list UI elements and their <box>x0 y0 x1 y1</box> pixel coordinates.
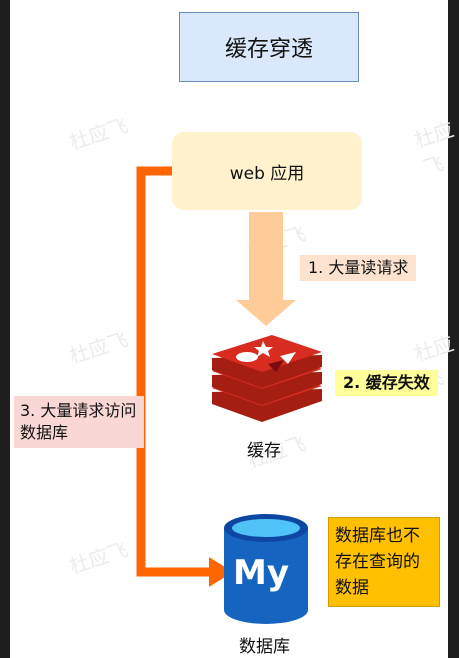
cache-caption: 缓存 <box>247 441 281 461</box>
db-caption: 数据库 <box>239 637 290 657</box>
redis-cache-icon <box>212 335 322 422</box>
web-app-label: web 应用 <box>229 163 305 184</box>
mysql-db-icon <box>224 514 308 624</box>
mysql-logo-text: My <box>233 553 289 593</box>
diagram-title: 缓存穿透 <box>179 12 359 82</box>
step2-label: 2. 缓存失效 <box>335 370 438 396</box>
db-access-arrow <box>136 166 233 587</box>
read-request-arrow <box>236 212 296 326</box>
diagram-title-text: 缓存穿透 <box>224 37 313 62</box>
web-app-node: web 应用 <box>172 132 362 210</box>
db-note-label: 数据库也不存在查询的数据 <box>328 517 440 607</box>
step1-label: 1. 大量读请求 <box>300 255 417 281</box>
source-credit: CSDN @wyJava0512 <box>342 641 445 652</box>
step3-label: 3. 大量请求访问数据库 <box>14 396 144 448</box>
